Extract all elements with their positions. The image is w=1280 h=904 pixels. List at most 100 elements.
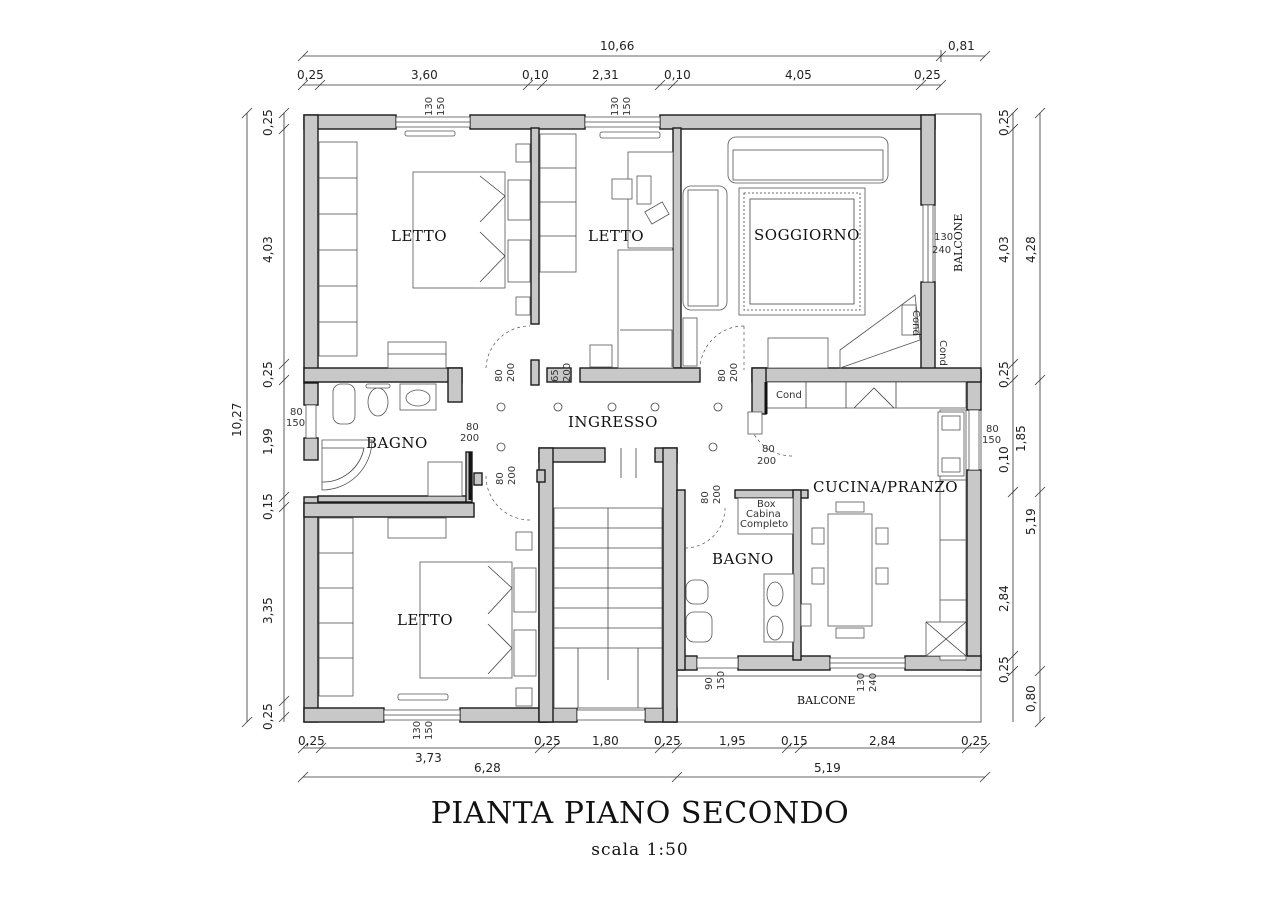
door-label: 80 xyxy=(466,422,479,433)
dim-right-total-4: 0,80 xyxy=(1024,685,1038,712)
dim-top-extra: 0,81 xyxy=(948,39,975,53)
wardrobe-2 xyxy=(539,133,577,273)
window-label: 130 xyxy=(412,721,423,740)
dim-left-1: 0,25 xyxy=(261,109,275,136)
nightstand xyxy=(507,179,531,221)
room-label-cucina: CUCINA/PRANZO xyxy=(813,478,958,496)
dim-top-2: 3,60 xyxy=(411,68,438,82)
room-labels: LETTO LETTO SOGGIORNO INGRESSO BAGNO CUC… xyxy=(366,214,965,707)
door-label: 80 xyxy=(762,444,775,455)
dim-bottom-2: 3,73 xyxy=(415,751,442,765)
dim-bottom-5: 0,25 xyxy=(654,734,681,748)
room-label-ingresso: INGRESSO xyxy=(568,413,658,431)
window-label: 130 xyxy=(934,232,953,243)
plan-title: PIANTA PIANO SECONDO xyxy=(430,796,850,831)
box-label-2: Cabina xyxy=(746,509,781,520)
room-label-soggiorno: SOGGIORNO xyxy=(754,226,860,244)
dim-right-1: 0,25 xyxy=(997,109,1011,136)
carpet xyxy=(738,187,866,316)
room-label-balcone-south: BALCONE xyxy=(797,694,855,707)
dimension-labels-left: 10,27 0,25 4,03 0,25 1,99 0,15 3,35 0,25 xyxy=(230,109,275,730)
wardrobe-3 xyxy=(318,517,354,697)
dim-left-2: 4,03 xyxy=(261,236,275,263)
dim-top-7: 0,25 xyxy=(914,68,941,82)
dim-left-5: 0,15 xyxy=(261,493,275,520)
dim-top-1: 0,25 xyxy=(297,68,324,82)
window-label: 240 xyxy=(868,673,879,692)
bathroom-1-fixtures xyxy=(321,383,463,497)
dim-top-5: 0,10 xyxy=(664,68,691,82)
dim-bottom-6: 1,95 xyxy=(719,734,746,748)
dimension-labels-top: 10,66 0,81 0,25 3,60 0,10 2,31 0,10 4,05… xyxy=(297,39,975,82)
dim-left-3: 0,25 xyxy=(261,361,275,388)
opening-labels: 130 150 130 150 130 240 80 150 80 150 13… xyxy=(286,97,1001,740)
dimension-labels-bottom: 0,25 3,73 0,25 1,80 0,25 1,95 0,15 2,84 … xyxy=(298,734,988,775)
dim-bottom-total-2: 5,19 xyxy=(814,761,841,775)
dim-right-3: 0,25 xyxy=(997,361,1011,388)
sofa xyxy=(682,136,889,311)
kitchen-counter xyxy=(765,381,967,661)
room-label-bagno-2: BAGNO xyxy=(712,550,774,568)
door-label: 200 xyxy=(562,363,573,382)
window-label: 150 xyxy=(286,418,305,429)
window-label: 80 xyxy=(986,424,999,435)
door-label: 200 xyxy=(712,485,723,504)
plan-scale: scala 1:50 xyxy=(591,840,689,860)
dim-bottom-4: 1,80 xyxy=(592,734,619,748)
dim-right-total-1: 4,28 xyxy=(1024,236,1038,263)
room-label-letto-2: LETTO xyxy=(588,227,644,245)
dim-right-2: 4,03 xyxy=(997,236,1011,263)
window-label: 80 xyxy=(290,407,303,418)
dim-left-7: 0,25 xyxy=(261,703,275,730)
window-label: 130 xyxy=(856,673,867,692)
window-label: 150 xyxy=(982,435,1001,446)
wardrobe-1 xyxy=(318,141,358,357)
door-label: 80 xyxy=(495,472,506,485)
window-label: 90 xyxy=(704,677,715,690)
dim-bottom-9: 0,25 xyxy=(961,734,988,748)
dim-right-4: 0,10 xyxy=(997,446,1011,473)
double-bed-1 xyxy=(412,171,506,289)
dim-left-6: 3,35 xyxy=(261,597,275,624)
dim-right-6: 0,25 xyxy=(997,656,1011,683)
window-label: 150 xyxy=(436,97,447,116)
dimension-labels-right: 0,25 4,03 0,25 0,10 2,84 0,25 4,28 1,85 … xyxy=(997,109,1038,712)
dim-top-6: 4,05 xyxy=(785,68,812,82)
door-label: 200 xyxy=(757,456,776,467)
dim-left-total: 10,27 xyxy=(230,403,244,437)
double-bed-2 xyxy=(419,561,513,679)
window-label: 130 xyxy=(424,97,435,116)
dim-right-total-3: 5,19 xyxy=(1024,508,1038,535)
furniture xyxy=(318,130,967,709)
dim-bottom-1: 0,25 xyxy=(298,734,325,748)
window-label: 240 xyxy=(932,245,951,256)
window-label: 150 xyxy=(622,97,633,116)
light-fixtures xyxy=(496,402,723,452)
dim-bottom-8: 2,84 xyxy=(869,734,896,748)
dim-bottom-total-1: 6,28 xyxy=(474,761,501,775)
cond-label-2: Cond xyxy=(910,310,921,336)
dim-bottom-7: 0,15 xyxy=(781,734,808,748)
room-label-bagno-1: BAGNO xyxy=(366,434,428,452)
door-label: 80 xyxy=(700,491,711,504)
door-label: 200 xyxy=(460,433,479,444)
room-label-letto-3: LETTO xyxy=(397,611,453,629)
dim-right-5: 2,84 xyxy=(997,585,1011,612)
room-label-letto-1: LETTO xyxy=(391,227,447,245)
cond-label-3: Cond xyxy=(937,340,948,366)
dim-bottom-3: 0,25 xyxy=(534,734,561,748)
door-label: 200 xyxy=(506,363,517,382)
door-label: 80 xyxy=(494,369,505,382)
dim-left-4: 1,99 xyxy=(261,428,275,455)
windows xyxy=(305,116,980,721)
door-label: 200 xyxy=(507,466,518,485)
window-label: 150 xyxy=(716,671,727,690)
cond-label-1: Cond xyxy=(776,390,802,401)
box-label-1: Box xyxy=(757,499,776,510)
window-label: 150 xyxy=(424,721,435,740)
door-label: 80 xyxy=(717,369,728,382)
dim-top-total: 10,66 xyxy=(600,39,634,53)
box-label-3: Completo xyxy=(740,519,788,530)
dim-top-4: 2,31 xyxy=(592,68,619,82)
